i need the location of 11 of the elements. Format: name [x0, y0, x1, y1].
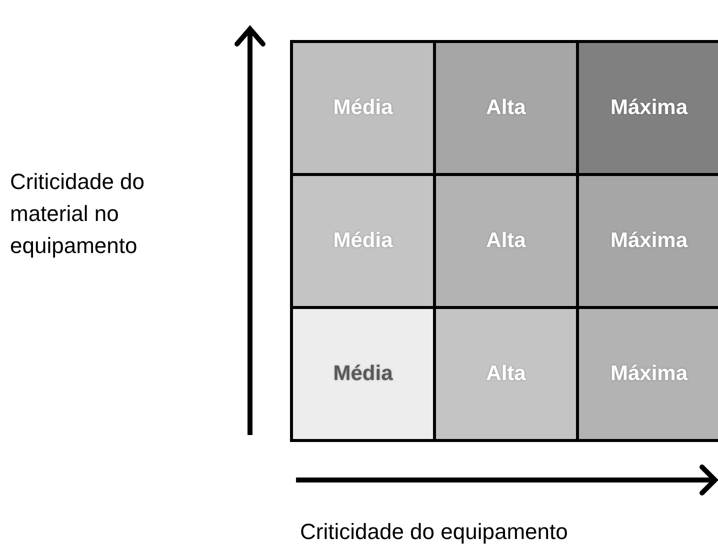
matrix-cell: Máxima — [579, 309, 718, 439]
matrix-cell: Média — [293, 309, 433, 439]
matrix-cell: Média — [293, 43, 433, 173]
matrix-cell: Máxima — [579, 176, 718, 306]
matrix-cell: Alta — [436, 43, 576, 173]
axis-title: Criticidade do material no equipamento — [10, 168, 146, 260]
matrix-cell: Máxima — [579, 43, 718, 173]
matrix-cell: Alta — [436, 176, 576, 306]
matrix-cell: Alta — [436, 309, 576, 439]
axis-title: Criticidade do equipamento — [300, 518, 569, 546]
matrix-cell: Média — [293, 176, 433, 306]
